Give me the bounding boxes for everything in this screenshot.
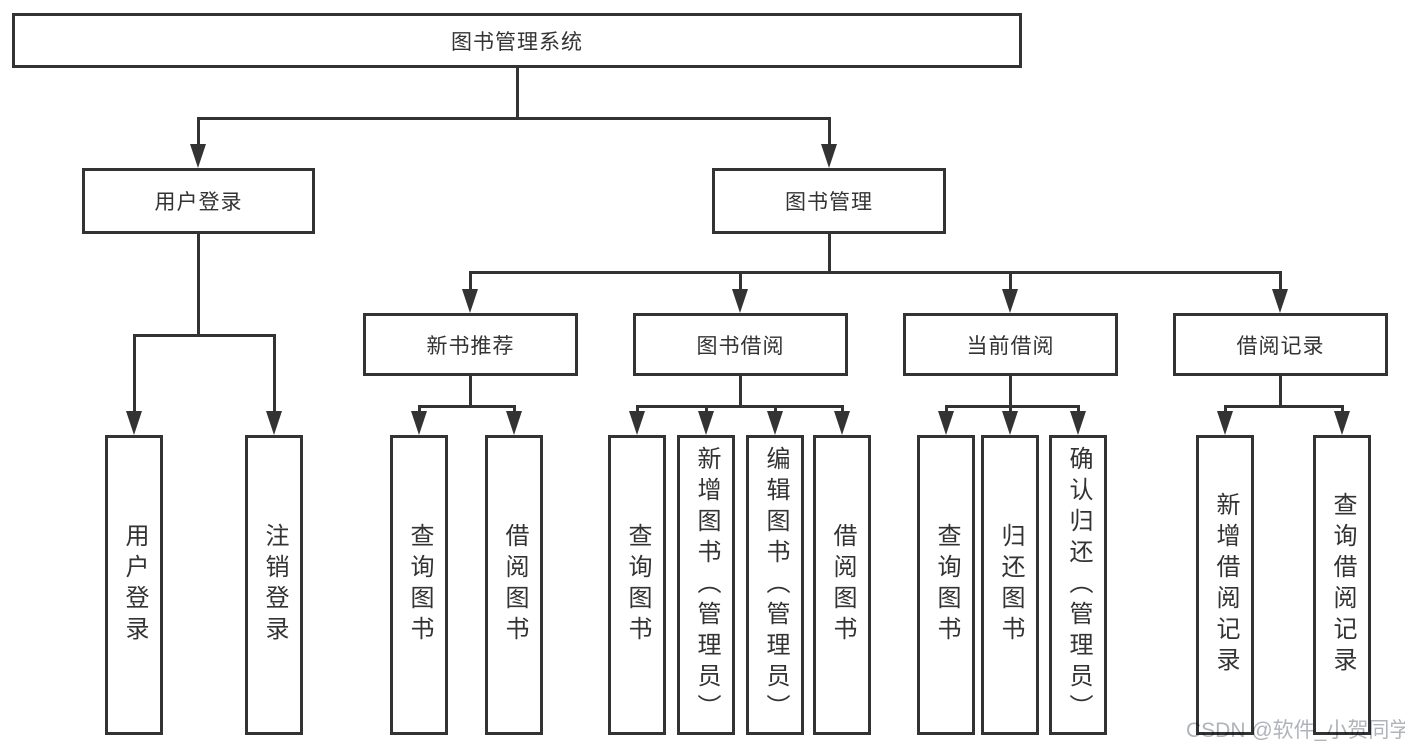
node-user-login-label: 用户登录: [154, 191, 243, 214]
leaf-recommend-borrow-books-label: 借阅图书: [501, 523, 528, 647]
node-current-borrow: 当前借阅: [903, 313, 1118, 376]
leaf-query-borrow-record: 查询借阅记录: [1313, 435, 1371, 735]
leaf-user-login-label: 用户登录: [121, 523, 148, 647]
connector-line: [1009, 376, 1012, 408]
connector-arrowhead: [938, 411, 954, 435]
connector-arrowhead: [629, 411, 645, 435]
leaf-logout: 注销登录: [245, 435, 303, 735]
connector-line: [1224, 405, 1227, 415]
node-borrow-records: 借阅记录: [1173, 313, 1388, 376]
connector-line: [1224, 405, 1343, 408]
connector-line: [739, 376, 742, 408]
node-book-management-label: 图书管理: [785, 191, 873, 214]
connector-line: [516, 67, 519, 119]
connector-line: [197, 234, 200, 337]
leaf-edit-books-admin: 编辑图书（管理员）: [746, 435, 804, 735]
connector-line: [945, 405, 1080, 408]
connector-line: [133, 334, 136, 414]
connector-arrowhead: [1334, 411, 1350, 435]
connector-line: [739, 271, 742, 291]
connector-arrowhead: [1272, 289, 1288, 313]
connector-line: [841, 405, 844, 415]
connector-line: [1077, 405, 1080, 415]
leaf-confirm-return-admin: 确认归还（管理员）: [1049, 435, 1107, 735]
connector-line: [636, 405, 639, 415]
leaf-borrow-books: 借阅图书: [813, 435, 871, 735]
leaf-return-books-label: 归还图书: [997, 523, 1024, 647]
connector-line: [945, 405, 948, 415]
leaf-logout-label: 注销登录: [261, 523, 288, 647]
connector-line: [197, 117, 831, 120]
connector-arrowhead: [732, 289, 748, 313]
connector-arrowhead: [1002, 289, 1018, 313]
node-borrow-records-label: 借阅记录: [1236, 334, 1325, 358]
leaf-recommend-query-books-label: 查询图书: [406, 523, 433, 647]
connector-arrowhead: [190, 144, 206, 168]
connector-line: [469, 376, 472, 408]
connector-line: [1009, 405, 1012, 415]
connector-arrowhead: [767, 411, 783, 435]
node-book-borrow: 图书借阅: [633, 313, 848, 376]
connector-arrowhead: [1217, 411, 1233, 435]
leaf-borrow-query-books-label: 查询图书: [624, 523, 651, 647]
connector-line: [133, 334, 276, 337]
connector-line: [469, 271, 472, 291]
node-book-borrow-label: 图书借阅: [696, 334, 785, 358]
leaf-edit-books-admin-label: 编辑图书（管理员）: [762, 445, 789, 725]
leaf-user-login: 用户登录: [105, 435, 163, 735]
connector-line: [774, 405, 777, 415]
connector-line: [469, 271, 1282, 274]
watermark: CSDN @软件_小贺同学: [1186, 719, 1405, 742]
connector-arrowhead: [834, 411, 850, 435]
connector-line: [1009, 271, 1012, 291]
connector-line: [418, 405, 421, 415]
leaf-add-books-admin-label: 新增图书（管理员）: [693, 445, 720, 725]
leaf-add-borrow-record-label: 新增借阅记录: [1212, 492, 1239, 678]
leaf-recommend-query-books: 查询图书: [390, 435, 448, 735]
connector-arrowhead: [1002, 411, 1018, 435]
leaf-borrow-books-label: 借阅图书: [829, 523, 856, 647]
connector-line: [705, 405, 708, 415]
connector-line: [828, 117, 831, 146]
connector-line: [828, 234, 831, 274]
leaf-add-books-admin: 新增图书（管理员）: [677, 435, 735, 735]
connector-line: [1279, 271, 1282, 291]
connector-line: [418, 405, 515, 408]
connector-line: [513, 405, 516, 415]
node-root-label: 图书管理系统: [451, 30, 583, 54]
leaf-query-borrow-record-label: 查询借阅记录: [1329, 492, 1356, 678]
connector-line: [197, 117, 200, 146]
leaf-confirm-return-admin-label: 确认归还（管理员）: [1065, 445, 1092, 725]
leaf-borrow-query-books: 查询图书: [608, 435, 666, 735]
leaf-return-books: 归还图书: [981, 435, 1039, 735]
connector-line: [1341, 405, 1344, 415]
node-root: 图书管理系统: [12, 13, 1022, 68]
connector-arrowhead: [411, 411, 427, 435]
connector-arrowhead: [462, 289, 478, 313]
node-user-login: 用户登录: [82, 168, 315, 234]
leaf-current-query-books-label: 查询图书: [933, 523, 960, 647]
connector-line: [636, 405, 844, 408]
node-new-book-recommend-label: 新书推荐: [426, 334, 515, 358]
node-current-borrow-label: 当前借阅: [966, 334, 1055, 358]
connector-arrowhead: [821, 144, 837, 168]
connector-arrowhead: [1070, 411, 1086, 435]
connector-arrowhead: [698, 411, 714, 435]
leaf-add-borrow-record: 新增借阅记录: [1196, 435, 1254, 735]
connector-line: [1279, 376, 1282, 408]
connector-arrowhead: [506, 411, 522, 435]
connector-arrowhead: [126, 411, 142, 435]
node-new-book-recommend: 新书推荐: [363, 313, 578, 376]
connector-arrowhead: [266, 411, 282, 435]
connector-line: [273, 334, 276, 414]
node-book-management: 图书管理: [712, 168, 946, 234]
leaf-recommend-borrow-books: 借阅图书: [485, 435, 543, 735]
leaf-current-query-books: 查询图书: [917, 435, 975, 735]
